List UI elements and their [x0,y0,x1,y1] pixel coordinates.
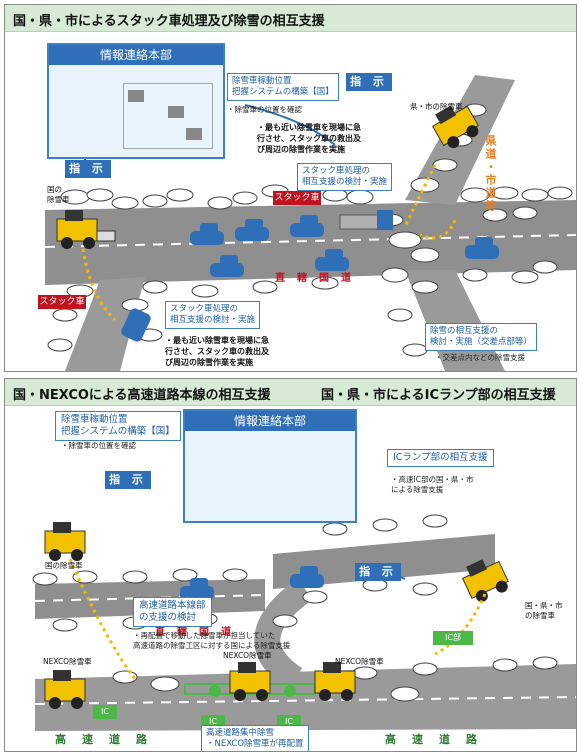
rush-note-top: ・最も近い除雪車を現場に急 行させ、スタック車の救出及 び周辺の除雪作業を実施 [257,122,361,155]
panel1-header: 国・県・市によるスタック車処理及び除雪の相互支援 [5,5,576,32]
nexco-plow-label-2: NEXCO除雪車 [223,651,272,660]
concentrated-line1: 高速道路集中除雪 [206,728,275,738]
country-plow-line1: 国の [47,185,62,194]
rush-bottom-line1: ・最も近い除雪車を現場に急 [165,336,269,345]
stuck-bottom-line1: スタック車処理の [170,304,239,314]
panel1-title: 国・県・市によるスタック車処理及び除雪の相互支援 [13,14,325,29]
stuck-top-line1: スタック車処理の [302,166,371,176]
rush-note-bottom: ・最も近い除雪車を現場に急 行させ、スタック車の救出及 び周辺の除雪作業を実施 [165,335,269,368]
plow-marker-icon [186,128,202,140]
ic-label-1: IC [93,705,117,719]
concentrated-removal-box: 高速道路集中除雪 ・NEXCO除雪車が再配置 [201,725,309,751]
panel2-title-right: 国・県・市によるICランプ部の相互支援 [321,388,556,403]
concentrated-line2: ・NEXCO除雪車が再配置 [206,739,304,749]
tracking-note-panel2: ・除雪車の位置を確認 [61,441,136,450]
prefcity-plow-label-p2: 国・県・市 の除雪車 [525,601,563,621]
country-plow-line2: 除雪車 [47,195,70,204]
expressway-box-line2: の支援の検討 [139,612,197,623]
hq-box-panel2: 情報連絡本部 [183,409,357,523]
ic-ramp-note-line2: による除雪支援 [391,485,444,494]
ic-section-tag: IC部 [433,631,473,645]
map-screen-panel1 [123,83,213,149]
national-road-label-panel1: 直轄国道 [275,273,363,284]
panel-expressway-support: 国・NEXCOによる高速道路本線の相互支援 国・県・市によるICランプ部の相互支… [4,378,577,752]
relocation-note: ・再配置で移動した除雪車が担当していた 高速道路の除雪工区に対する国による除雪支… [133,631,290,651]
intersection-line1: 除雪の相互支援の [430,326,499,336]
panel-stack-vehicle-support: 国・県・市によるスタック車処理及び除雪の相互支援 [4,4,577,372]
stuck-vehicle-tag-left: スタック車 [38,295,86,309]
panel2-header: 国・NEXCOによる高速道路本線の相互支援 国・県・市によるICランプ部の相互支… [5,379,576,406]
stuck-support-callout-bottom: スタック車処理の 相互支援の検討・実施 [165,301,261,329]
prefcity-line1: 国・県・市 [525,601,563,610]
tracking-line-2: 把握システムの構築【国】 [232,87,334,97]
rush-top-line2: 行させ、スタック車の救出及 [257,134,361,143]
p2-tracking-line2: 把握システムの構築【国】 [61,426,175,437]
rush-top-line3: び周辺の除雪作業を実施 [257,145,345,154]
ic-ramp-support-box: ICランプ部の相互支援 [387,449,494,467]
plow-marker-icon [128,90,144,102]
expressway-label-right: 高速道路 [385,733,493,746]
prefcity-line2: の除雪車 [525,611,555,620]
tracking-line-1: 除雪車稼動位置 [232,76,292,86]
national-road-label-panel2: 直轄国道 [155,627,243,638]
tracking-note: ・除雪車の位置を確認 [227,105,302,114]
prefectural-road-label: 県道・市道等 [484,135,497,213]
expressway-box-line1: 高速道路本線部 [139,600,206,611]
p2-tracking-line1: 除雪車稼動位置 [61,414,128,425]
relocation-line1: ・再配置で移動した除雪車が担当していた [133,631,276,640]
panel2-title-left: 国・NEXCOによる高速道路本線の相互支援 [13,388,271,403]
stuck-vehicle-tag-top: スタック車 [273,191,321,205]
hq-title-panel2: 情報連絡本部 [185,411,355,431]
rush-top-line1: ・最も近い除雪車を現場に急 [257,123,361,132]
stuck-bottom-line2: 相互支援の検討・実施 [170,315,256,325]
expressway-support-box: 高速道路本線部 の支援の検討 [133,597,212,627]
instruction-badge-left: 指 示 [65,160,111,178]
instruction-badge-p2-right: 指 示 [355,563,401,581]
stuck-support-callout-top: スタック車処理の 相互支援の検討・実施 [297,163,393,191]
tracking-system-callout: 除雪車稼動位置 把握システムの構築【国】 [227,73,339,101]
country-plow-label: 国の 除雪車 [47,185,70,205]
intersection-note: ・交差点内などの除雪支援 [435,353,525,362]
hq-title-panel1: 情報連絡本部 [49,45,223,65]
ic-ramp-note-line1: ・高速IC部の国・県・市 [391,475,474,484]
instruction-badge-p2-left: 指 示 [105,471,151,489]
plow-marker-icon [168,106,184,118]
intersection-line2: 検討・実施（交差点部等） [430,337,533,347]
relocation-line2: 高速道路の除雪工区に対する国による除雪支援 [133,641,291,650]
nexco-plow-label-1: NEXCO除雪車 [43,657,92,666]
stuck-top-line2: 相互支援の検討・実施 [302,177,388,187]
intersection-support-callout: 除雪の相互支援の 検討・実施（交差点部等） [425,323,538,351]
expressway-label-left: 高速道路 [55,733,163,746]
nexco-plow-label-3: NEXCO除雪車 [335,657,384,666]
tracking-system-callout-panel2: 除雪車稼動位置 把握システムの構築【国】 [55,411,181,441]
rush-bottom-line3: び周辺の除雪作業を実施 [165,358,253,367]
pref-city-plow-label: 県・市の除雪車 [410,102,463,111]
country-plow-label-p2: 国の除雪車 [45,561,83,570]
instruction-badge-top: 指 示 [346,73,392,91]
ic-ramp-note: ・高速IC部の国・県・市 による除雪支援 [391,475,473,495]
rush-bottom-line2: 行させ、スタック車の救出及 [165,347,269,356]
